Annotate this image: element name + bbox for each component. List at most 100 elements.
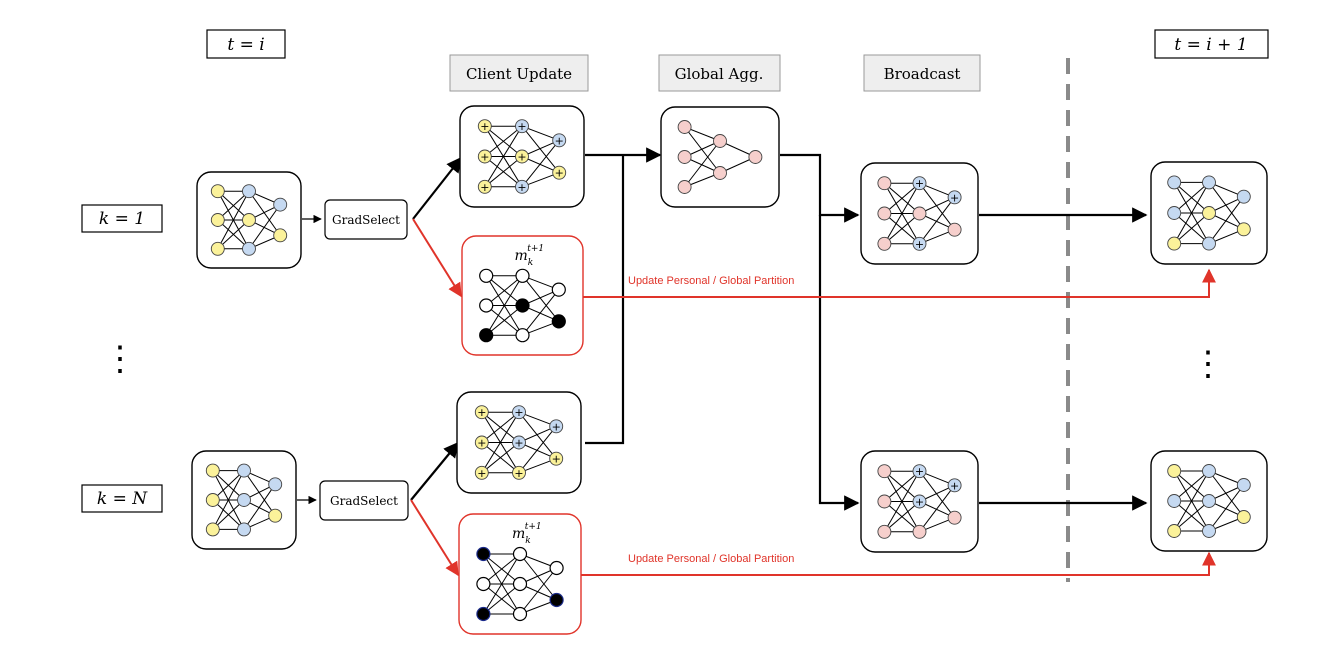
- neuron-node: [242, 213, 256, 227]
- grad-select-label-last: GradSelect: [330, 494, 398, 508]
- broadcast-model-N: +++: [860, 450, 979, 553]
- global-aggregate-model: [660, 106, 780, 208]
- flow-arrows-black: [297, 147, 1148, 511]
- client-label-first: k = 1: [99, 209, 145, 229]
- plus-mark: +: [480, 151, 489, 164]
- neuron-node: [210, 184, 225, 199]
- neuron-node: [947, 478, 962, 493]
- neuron-node: [549, 451, 564, 466]
- plus-mark: +: [477, 406, 486, 419]
- neuron-node: [474, 435, 489, 450]
- client-ellipsis-right: ⋮: [1191, 344, 1225, 384]
- plus-mark: +: [555, 134, 564, 147]
- client-1-mask: mkt+1: [461, 235, 584, 356]
- next-client-N-model: [1150, 450, 1268, 552]
- neuron-node: [1202, 236, 1216, 251]
- neuron-node: [877, 176, 892, 191]
- plus-mark: +: [514, 406, 523, 419]
- neuron-node: [677, 180, 692, 194]
- neuron-node: [947, 510, 962, 525]
- neuron-node: [273, 228, 288, 243]
- plus-mark: +: [517, 181, 526, 194]
- plus-mark: +: [915, 496, 924, 509]
- neuron-node: [877, 524, 892, 539]
- neuron-node: [912, 524, 927, 539]
- neuron-node: [242, 241, 256, 256]
- neuron-node: [268, 508, 283, 523]
- plus-mark: +: [555, 167, 564, 180]
- neuron-node: [549, 560, 564, 576]
- client-label-box-first: [81, 204, 163, 233]
- plus-mark: +: [915, 238, 924, 251]
- neuron-node: [877, 206, 892, 221]
- client-N-update: ++++++++: [456, 391, 582, 494]
- neuron-node: [1236, 222, 1251, 237]
- neuron-node: [677, 150, 692, 164]
- neuron-node: [515, 298, 530, 313]
- neuron-node: [947, 222, 962, 237]
- client-label-box-last: [81, 484, 163, 513]
- neuron-node: [877, 494, 892, 509]
- neuron-node: [1236, 510, 1251, 524]
- neuron-node: [512, 405, 526, 420]
- neuron-node: [1167, 175, 1182, 190]
- plus-mark: +: [552, 453, 561, 466]
- next-client-1-model: [1150, 161, 1268, 265]
- neuron-node: [713, 134, 727, 148]
- neuron-node: [515, 119, 529, 134]
- neuron-node: [877, 236, 892, 251]
- neuron-node: [476, 546, 491, 562]
- neuron-node: [912, 236, 927, 251]
- neuron-node: [1202, 206, 1216, 220]
- neuron-node: [947, 190, 962, 205]
- neuron-node: [205, 493, 220, 507]
- plus-mark: +: [480, 120, 489, 133]
- plus-mark: +: [514, 467, 523, 480]
- grad-select-label-first: GradSelect: [332, 213, 400, 227]
- plus-mark: +: [950, 191, 959, 204]
- neuron-node: [205, 463, 220, 478]
- neuron-node: [912, 464, 927, 479]
- neuron-node: [477, 179, 492, 194]
- neuron-node: [512, 435, 526, 450]
- neuron-node: [1167, 494, 1182, 508]
- neuron-node: [512, 606, 528, 622]
- neuron-node: [551, 282, 566, 297]
- neuron-node: [549, 592, 564, 608]
- neuron-node: [1202, 494, 1216, 508]
- client-1-update: ++++++++: [459, 105, 585, 208]
- neuron-node: [1167, 464, 1182, 478]
- client-1-model: [196, 171, 302, 269]
- plus-mark: +: [915, 177, 924, 190]
- neuron-node: [677, 120, 692, 134]
- plus-mark: +: [480, 181, 489, 194]
- neuron-node: [273, 197, 288, 212]
- update-partition-label-last: Update Personal / Global Partition: [628, 553, 794, 565]
- neuron-node: [237, 522, 251, 537]
- neuron-node: [912, 206, 927, 221]
- neuron-node: [1167, 524, 1182, 538]
- neuron-node: [479, 298, 494, 313]
- grad-select-box-last: [319, 480, 409, 521]
- time-label-current: t = i: [227, 35, 264, 55]
- plus-mark: +: [477, 437, 486, 450]
- plus-mark: +: [477, 467, 486, 480]
- neuron-node: [1236, 189, 1251, 204]
- plus-mark: +: [950, 479, 959, 492]
- flow-arrows-red: [410, 218, 1216, 577]
- plus-mark: +: [517, 151, 526, 164]
- neuron-node: [1236, 478, 1251, 492]
- neuron-node: [713, 166, 727, 180]
- neuron-node: [512, 576, 528, 592]
- neuron-node: [476, 606, 491, 622]
- time-label-box-next: [1154, 29, 1269, 59]
- neuron-node: [477, 149, 492, 164]
- neuron-node: [515, 179, 529, 194]
- stage-header-broadcast: Broadcast: [884, 65, 961, 83]
- neuron-node: [1167, 206, 1182, 220]
- neuron-node: [477, 119, 492, 134]
- neuron-node: [205, 522, 220, 537]
- stage-header-box-broadcast: [863, 54, 981, 92]
- neuron-node: [479, 328, 494, 343]
- neuron-node: [515, 328, 530, 343]
